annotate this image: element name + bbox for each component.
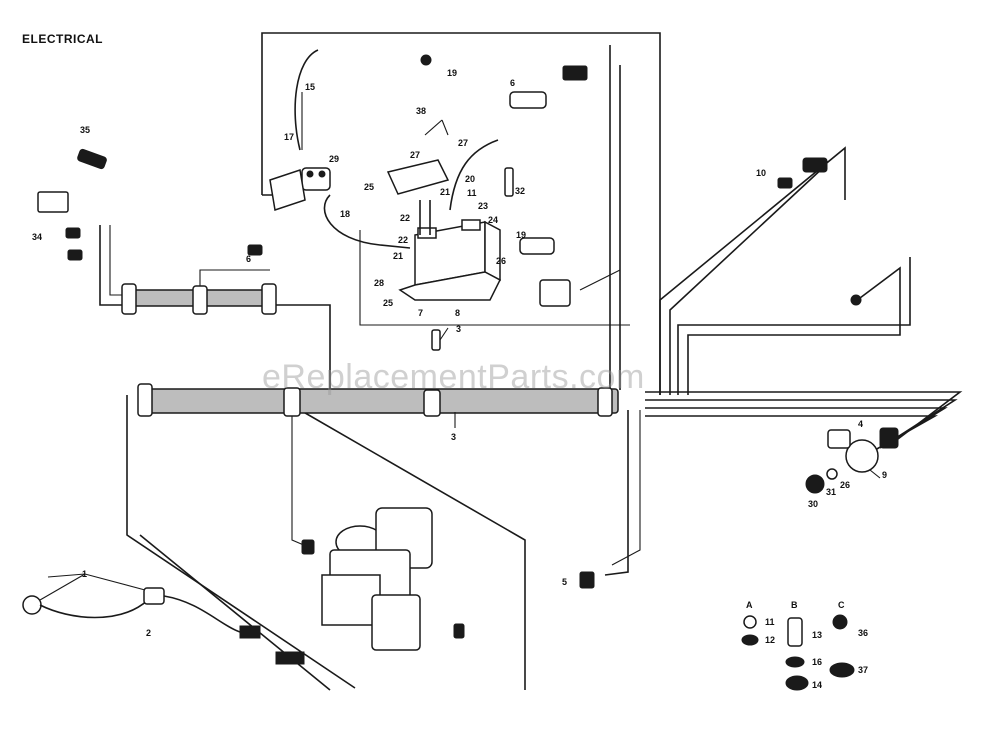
starter-solenoid [269,167,331,211]
small-parts [37,54,862,351]
watermark: eReplacementParts.com [262,358,645,396]
part-label-11: 11 [467,188,477,198]
part-label-A: A [746,600,753,610]
part-label-21: 21 [393,251,403,261]
part-label-24: 24 [488,215,498,225]
part-label-34: 34 [32,232,42,242]
part-label-30: 30 [808,499,818,509]
part-label-C: C [838,600,845,610]
main-wire-harness [137,383,619,417]
hardware-details [301,539,855,691]
part-label-22: 22 [400,213,410,223]
part-label-6: 6 [246,254,251,264]
part-label-37: 37 [858,665,868,675]
part-label-2: 2 [146,628,151,638]
part-label-21: 21 [440,187,450,197]
part-label-36: 36 [858,628,868,638]
part-label-1: 1 [82,569,87,579]
part-label-27: 27 [410,150,420,160]
part-label-3: 3 [451,432,456,442]
part-label-29: 29 [329,154,339,164]
part-label-19: 19 [447,68,457,78]
part-label-B: B [791,600,798,610]
part-label-19: 19 [516,230,526,240]
part-label-31: 31 [826,487,836,497]
part-label-28: 28 [374,278,384,288]
part-label-14: 14 [812,680,822,690]
part-label-5: 5 [562,577,567,587]
part-label-18: 18 [340,209,350,219]
part-label-35: 35 [80,125,90,135]
part-label-25: 25 [383,298,393,308]
engine [321,507,433,651]
leader-lines [301,92,881,479]
part-label-15: 15 [305,82,315,92]
part-label-7: 7 [418,308,423,318]
part-label-38: 38 [416,106,426,116]
part-label-26: 26 [496,256,506,266]
part-label-20: 20 [465,174,475,184]
left-wire-harness [121,283,277,315]
part-label-32: 32 [515,186,525,196]
part-label-22: 22 [398,235,408,245]
battery-assembly [386,159,501,301]
part-label-26: 26 [840,480,850,490]
part-label-23: 23 [478,201,488,211]
key-switch [805,427,899,494]
part-label-9: 9 [882,470,887,480]
part-label-11: 11 [765,617,775,627]
part-label-3: 3 [456,324,461,334]
part-label-4: 4 [858,419,863,429]
part-label-12: 12 [765,635,775,645]
seat-switch-assembly [22,573,305,665]
part-label-17: 17 [284,132,294,142]
part-label-10: 10 [756,168,766,178]
part-label-16: 16 [812,657,822,667]
part-label-25: 25 [364,182,374,192]
part-labels: 1 2 3 3 4 5 6 6 7 8 9 10 11 11 12 13 14 … [32,68,887,690]
part-label-6: 6 [510,78,515,88]
diagram-title: ELECTRICAL [22,32,103,46]
part-label-8: 8 [455,308,460,318]
part-label-13: 13 [812,630,822,640]
part-label-27: 27 [458,138,468,148]
